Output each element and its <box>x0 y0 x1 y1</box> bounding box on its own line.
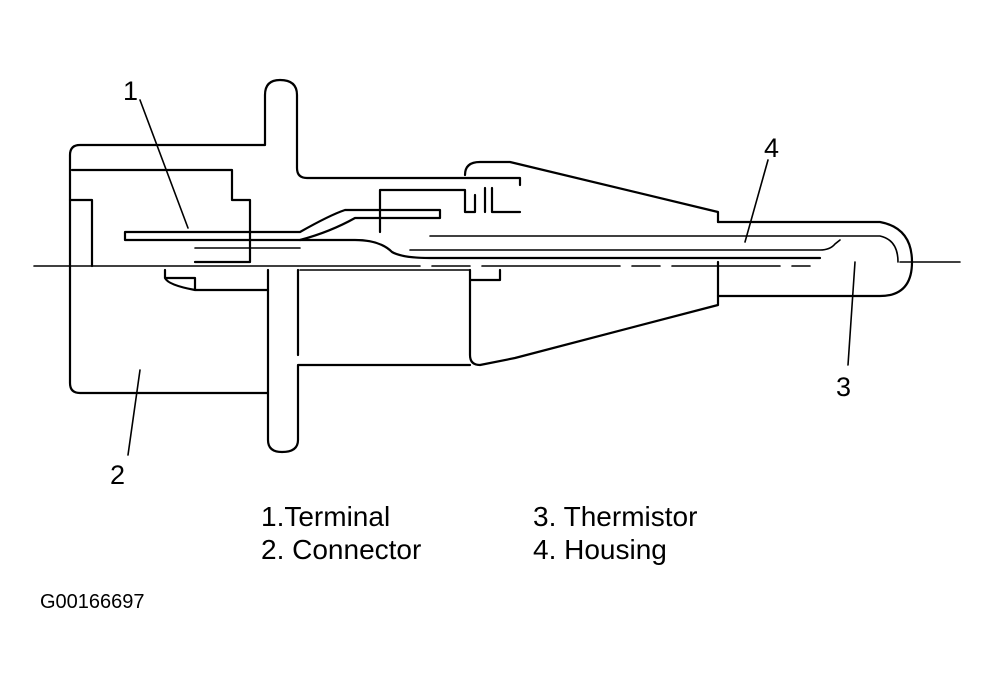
callout-2-leader <box>127 369 141 456</box>
terminal-blade <box>123 208 442 242</box>
housing-lower-taper <box>468 260 720 367</box>
callout-3-label: 3 <box>836 372 851 402</box>
mounting-flange <box>266 268 472 454</box>
callout-4-label: 4 <box>764 133 779 163</box>
terminal-lead <box>298 238 822 260</box>
center-axis-line <box>33 261 961 267</box>
legend-left-column: 1.Terminal 2. Connector <box>261 500 421 566</box>
inner-tube <box>194 247 471 271</box>
callout-3-leader <box>847 261 856 366</box>
legend-item-connector: 2. Connector <box>261 534 422 565</box>
housing-probe <box>716 220 914 298</box>
housing-upper-taper <box>463 160 720 224</box>
probe-inner-channel <box>409 235 899 263</box>
connector-body <box>68 78 522 395</box>
callout-2-label: 2 <box>110 460 125 490</box>
central-bore <box>378 186 522 234</box>
connector-inner-recess <box>68 168 252 268</box>
connector-lower-step <box>163 268 270 292</box>
callout-1-leader <box>139 99 189 229</box>
callout-4-leader <box>744 159 769 243</box>
legend-item-housing: 4. Housing <box>533 534 667 565</box>
callout-1-label: 1 <box>123 76 138 106</box>
figure-id: G00166697 <box>40 591 145 613</box>
legend-item-thermistor: 3. Thermistor <box>533 501 698 532</box>
legend-right-column: 3. Thermistor 4. Housing <box>533 500 697 566</box>
legend-item-terminal: 1.Terminal <box>261 501 391 532</box>
